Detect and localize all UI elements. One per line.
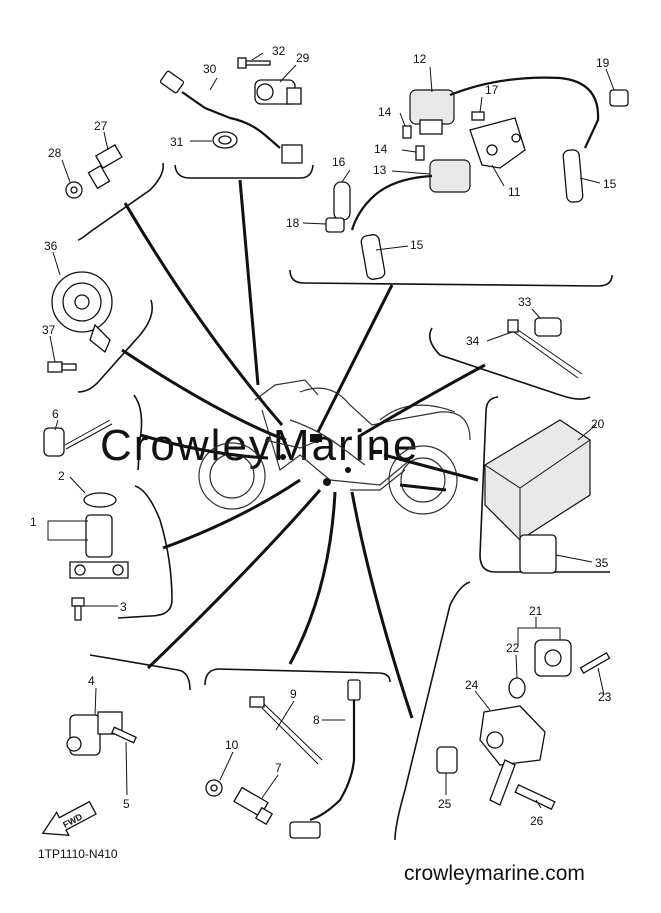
o-ring-part-2 <box>83 492 117 508</box>
callout-20: 20 <box>591 417 605 431</box>
leader-lines <box>121 179 486 719</box>
clip-part-19 <box>609 89 629 107</box>
callout-19: 19 <box>596 56 610 70</box>
callout-31: 31 <box>170 135 184 149</box>
cable-tie-part-9 <box>249 696 323 765</box>
callout-leaders <box>47 52 615 809</box>
callout-22: 22 <box>506 641 520 655</box>
callout-14a: 14 <box>378 105 392 119</box>
callout-1: 1 <box>30 515 37 529</box>
group-frames <box>77 162 613 841</box>
fwd-arrow-icon: FWD <box>41 800 97 837</box>
callout-24: 24 <box>465 678 479 692</box>
callout-25: 25 <box>438 797 452 811</box>
callout-3: 3 <box>120 600 127 614</box>
callout-16: 16 <box>332 155 346 169</box>
callout-17: 17 <box>485 83 499 97</box>
bolt-part-14b <box>415 145 425 161</box>
sub-harness-part-30 <box>159 70 303 164</box>
callout-27: 27 <box>94 119 108 133</box>
relay-part-35 <box>519 534 557 574</box>
sleeve-part-25 <box>436 746 458 774</box>
sensor-part-4 <box>66 711 123 756</box>
washer-part-10 <box>205 779 223 797</box>
cable-tie-part-34 <box>507 319 583 379</box>
callout-28: 28 <box>48 146 62 160</box>
bolt-part-32 <box>237 57 271 69</box>
callout-9: 9 <box>290 687 297 701</box>
callout-11: 11 <box>508 185 521 199</box>
bracket-part-11 <box>469 117 526 169</box>
sensor-part-6 <box>43 419 113 457</box>
bolt-part-14a <box>402 125 412 139</box>
callout-2: 2 <box>58 469 65 483</box>
sensor-part-21 <box>534 639 572 677</box>
tube-part-16 <box>333 181 351 221</box>
bolt-part-37 <box>47 361 77 373</box>
diagram-code: 1TP1110-N410 <box>38 847 118 861</box>
callout-14b: 14 <box>374 142 388 156</box>
bolt-part-17 <box>471 111 485 121</box>
callout-13: 13 <box>373 163 387 177</box>
clamp-part-31 <box>212 131 238 149</box>
callout-21: 21 <box>529 604 543 618</box>
callout-6: 6 <box>52 407 59 421</box>
washer-part-28 <box>65 181 83 199</box>
callout-8: 8 <box>313 713 320 727</box>
ignition-coil-part-13 <box>350 159 471 280</box>
callout-36: 36 <box>44 239 58 253</box>
callout-29: 29 <box>296 51 310 65</box>
switch-part-7 <box>233 786 274 826</box>
clip-part-18 <box>325 217 345 233</box>
footer-url[interactable]: crowleymarine.com <box>404 862 585 885</box>
callout-32: 32 <box>272 44 286 58</box>
callout-33: 33 <box>518 295 532 309</box>
bracket-part-24 <box>479 705 546 806</box>
callout-35: 35 <box>595 556 609 570</box>
bolt-part-5 <box>110 726 138 744</box>
callout-numbers: 30 29 32 31 27 28 12 14 14 17 13 16 18 1… <box>30 44 617 828</box>
callout-10: 10 <box>225 738 239 752</box>
bolt-part-26 <box>514 784 556 810</box>
sensor-part-1 <box>69 514 129 579</box>
callout-18: 18 <box>286 216 300 230</box>
bolt-part-3 <box>71 597 85 621</box>
callout-15b: 15 <box>410 238 424 252</box>
callout-30: 30 <box>203 62 217 76</box>
o-ring-part-22 <box>508 677 526 699</box>
callout-34: 34 <box>466 334 480 348</box>
horn-part-36 <box>51 271 113 354</box>
wire-lead-part-8 <box>289 679 361 839</box>
callout-26: 26 <box>530 814 544 828</box>
sensor-part-29 <box>254 79 302 105</box>
callout-5: 5 <box>123 797 130 811</box>
callout-12: 12 <box>413 52 427 66</box>
ignition-coil-part-12 <box>409 76 600 203</box>
callout-4: 4 <box>88 674 95 688</box>
callout-37: 37 <box>42 323 56 337</box>
ecu-part-20 <box>484 419 591 541</box>
callout-7: 7 <box>275 761 282 775</box>
bolt-part-23 <box>579 652 611 674</box>
callout-23: 23 <box>598 690 612 704</box>
callout-15a: 15 <box>603 177 617 191</box>
holder-part-33 <box>534 317 562 337</box>
sensor-part-27 <box>87 144 123 190</box>
